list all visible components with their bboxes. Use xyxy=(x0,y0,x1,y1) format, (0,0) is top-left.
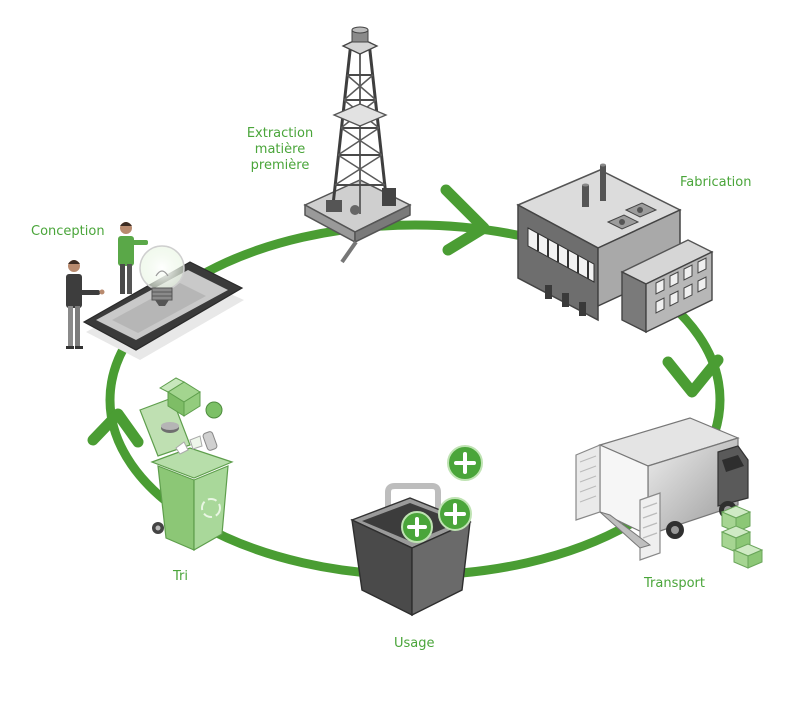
arrow-fabrication-to-transport xyxy=(662,354,724,398)
arrow-tri-to-conception xyxy=(87,408,144,448)
stage-label-transport: Transport xyxy=(644,576,706,591)
stage-label-usage: Usage xyxy=(394,636,435,651)
recycling-bin-icon xyxy=(139,377,234,552)
plus-badge-icon xyxy=(438,497,472,531)
plus-badge-icon xyxy=(401,511,433,543)
stage-label-conception: Conception xyxy=(31,224,105,239)
arrow-extraction-to-fabrication xyxy=(440,184,490,256)
extraction-label-line-2: matière xyxy=(254,142,306,157)
oil-derrick-icon xyxy=(303,26,412,264)
plus-badge-icon xyxy=(447,445,483,481)
factory-icon xyxy=(516,163,714,334)
extraction-label-line-1: Extraction xyxy=(246,126,314,141)
stage-label-tri: Tri xyxy=(173,569,188,584)
tablet-lightbulb-icon xyxy=(82,245,244,360)
stage-label-extraction: Extraction matière première xyxy=(240,126,320,174)
extraction-label-line-3: première xyxy=(250,158,310,173)
person-standing-icon xyxy=(118,222,148,294)
person-pointing-icon xyxy=(66,260,105,349)
delivery-truck-icon xyxy=(575,417,764,569)
shopping-basket-icon xyxy=(350,445,483,617)
stage-label-fabrication: Fabrication xyxy=(680,175,752,190)
